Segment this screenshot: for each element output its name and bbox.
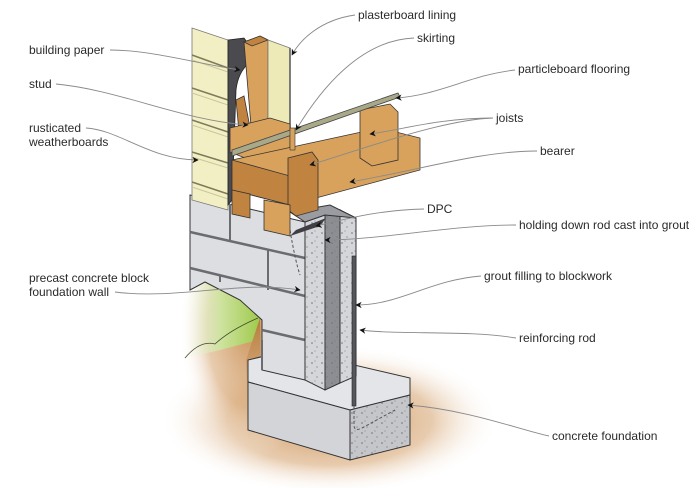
label-joists: joists [496,111,524,125]
label-grout-filling: grout filling to blockwork [484,269,613,283]
leader-line-foundation-wall [114,285,301,295]
reinforcing-rod-shape [351,255,396,430]
label-bearer: bearer [540,144,575,158]
label-foundation-wall: foundation wall [29,285,110,299]
label-skirting: skirting [417,31,456,45]
leader-line-rusticated-weatherboards [85,127,199,164]
leader-line-holding-down-rod [324,224,517,244]
label-weatherboards: weatherboards [29,135,109,149]
leader-line-plasterboard-lining [291,14,356,56]
leader-line-building-paper [109,49,241,73]
leader-line-reinforcing-rod [359,327,517,339]
label-holding-down-rod: holding down rod cast into grout [519,218,690,232]
leader-line-joists-a [369,117,494,137]
label-precast-block: precast concrete block [29,271,150,285]
label-stud: stud [29,77,52,91]
leader-line-grout-filling [355,275,482,309]
label-rusticated: rusticated [29,121,82,135]
leader-line-bearer [349,150,538,185]
leader-line-joists-b [309,117,494,167]
label-dpc: DPC [427,202,453,216]
label-plasterboard-lining: plasterboard lining [358,8,457,22]
leader-line-skirting [295,37,415,131]
label-building-paper: building paper [29,43,105,57]
label-particleboard-flooring: particleboard flooring [518,62,631,76]
weatherboard-cladding [191,27,229,211]
leader-line-dpc [315,208,425,228]
leader-line-particleboard-flooring [395,69,516,101]
label-concrete-foundation: concrete foundation [552,429,658,443]
leader-line-concrete-foundation [407,402,550,437]
leader-line-stud [55,83,249,128]
skirting-shape [289,127,296,151]
leader-lines [55,14,550,437]
label-reinforcing-rod: reinforcing rod [519,331,596,345]
holding-down-rod-shape [289,229,301,276]
